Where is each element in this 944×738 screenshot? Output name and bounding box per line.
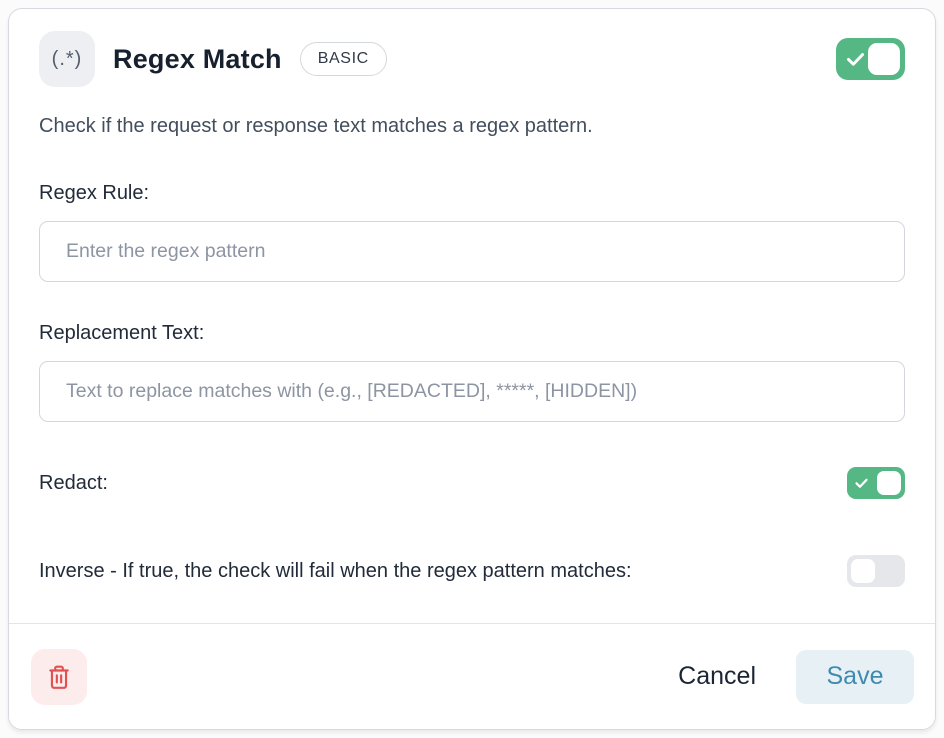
delete-button[interactable] bbox=[31, 648, 87, 705]
redact-label: Redact: bbox=[39, 471, 108, 494]
inverse-row: Inverse - If true, the check will fail w… bbox=[39, 554, 905, 588]
card-content: (.*) Regex Match BASIC Check if the requ… bbox=[9, 9, 935, 623]
toggle-knob bbox=[877, 471, 901, 495]
redact-row: Redact: bbox=[39, 466, 905, 500]
regex-icon: (.*) bbox=[39, 31, 95, 87]
replacement-text-label: Replacement Text: bbox=[39, 322, 205, 344]
regex-match-card: (.*) Regex Match BASIC Check if the requ… bbox=[8, 8, 936, 730]
enabled-toggle[interactable] bbox=[836, 38, 905, 80]
basic-badge: BASIC bbox=[299, 42, 387, 76]
toggle-knob bbox=[868, 43, 900, 75]
toggle-knob bbox=[851, 559, 875, 583]
card-description: Check if the request or response text ma… bbox=[39, 115, 593, 137]
replacement-text-input[interactable] bbox=[39, 361, 905, 422]
save-button[interactable]: Save bbox=[796, 649, 914, 704]
check-icon bbox=[855, 478, 868, 488]
check-icon bbox=[847, 53, 864, 66]
regex-rule-label: Regex Rule: bbox=[39, 182, 150, 204]
inverse-label: Inverse - If true, the check will fail w… bbox=[39, 559, 632, 582]
regex-icon-text: (.*) bbox=[51, 47, 83, 70]
card-footer: Cancel Save bbox=[9, 623, 935, 729]
page-title: Regex Match bbox=[113, 43, 282, 74]
trash-icon bbox=[49, 665, 69, 689]
inverse-toggle[interactable] bbox=[847, 555, 905, 587]
card-header: (.*) Regex Match BASIC bbox=[39, 31, 905, 87]
cancel-button[interactable]: Cancel bbox=[678, 662, 756, 690]
regex-rule-input[interactable] bbox=[39, 221, 905, 282]
redact-toggle[interactable] bbox=[847, 467, 905, 499]
